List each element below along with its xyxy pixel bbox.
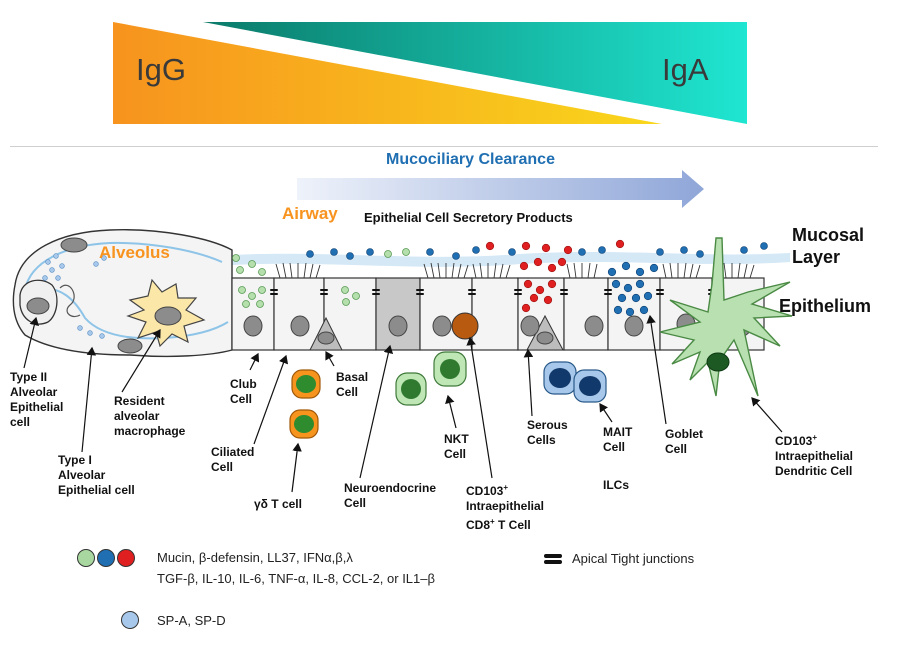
nkt-cells xyxy=(395,351,467,406)
mucosal-line2: Layer xyxy=(792,247,841,267)
legend-spa-dot xyxy=(121,611,139,629)
mait-cells xyxy=(543,361,607,403)
mucosal-layer-label: Mucosal Layer xyxy=(792,224,864,268)
ciliated-label: Ciliated Cell xyxy=(211,445,255,474)
basal-label: Basal Cell xyxy=(336,370,369,399)
nkt-label: NKT Cell xyxy=(444,432,469,461)
mait-label: MAIT Cell xyxy=(603,425,633,454)
club-label: Club Cell xyxy=(230,377,257,406)
gdt-label: γδ T cell xyxy=(254,497,302,511)
legend-spa: SP-A, SP-D xyxy=(157,613,226,628)
legend-red-dot xyxy=(117,549,135,567)
cd103-t-label: CD103+ Intraepithelial CD8+ T Cell xyxy=(466,483,545,532)
igg-label: IgG xyxy=(136,52,186,87)
alveolus-label: Alveolus xyxy=(99,243,170,262)
legend-products-line2: TGF-β, IL-10, IL-6, TNF-α, IL-8, CCL-2, … xyxy=(157,571,435,586)
legend-products-line1: Mucin, β-defensin, LL37, IFNα,β,λ xyxy=(157,550,353,565)
type1-label: Type I Alveolar Epithelial cell xyxy=(58,453,135,497)
airway-label: Airway xyxy=(282,204,338,223)
tight-junction-icon xyxy=(544,554,562,564)
secretory-label: Epithelial Cell Secretory Products xyxy=(364,210,573,225)
iga-label: IgA xyxy=(662,52,709,87)
epithelium-label: Epithelium xyxy=(779,296,872,316)
igg-wedge xyxy=(113,22,662,124)
antibody-gradient xyxy=(113,22,747,124)
legend-tight-junctions: Apical Tight junctions xyxy=(572,551,695,566)
divider xyxy=(10,146,878,147)
gdt-cells xyxy=(289,369,321,439)
legend-blue-dot xyxy=(97,549,115,567)
macrophage-label: Resident alveolar macrophage xyxy=(114,394,186,438)
mucosal-layer xyxy=(232,252,790,267)
alveolus xyxy=(12,229,233,358)
airway-diagram xyxy=(12,170,793,493)
mucociliary-label: Mucociliary Clearance xyxy=(386,151,555,168)
mucociliary-arrow xyxy=(297,170,704,208)
ilcs-label: ILCs xyxy=(603,478,630,492)
goblet-label: Goblet Cell xyxy=(665,427,703,456)
type2-label: Type II Alveolar Epithelial cell xyxy=(10,370,64,429)
legend-green-dot xyxy=(77,549,95,567)
cd103-t-cell xyxy=(451,312,479,340)
neuroendocrine-label: Neuroendocrine Cell xyxy=(344,481,437,510)
legend-dots xyxy=(77,549,135,567)
serous-label: Serous Cells xyxy=(527,418,568,447)
mucosal-line1: Mucosal xyxy=(792,225,865,245)
cd103-dc-label: CD103+ Intraepithelial Dendritic Cell xyxy=(775,433,854,478)
iga-wedge xyxy=(203,22,747,124)
